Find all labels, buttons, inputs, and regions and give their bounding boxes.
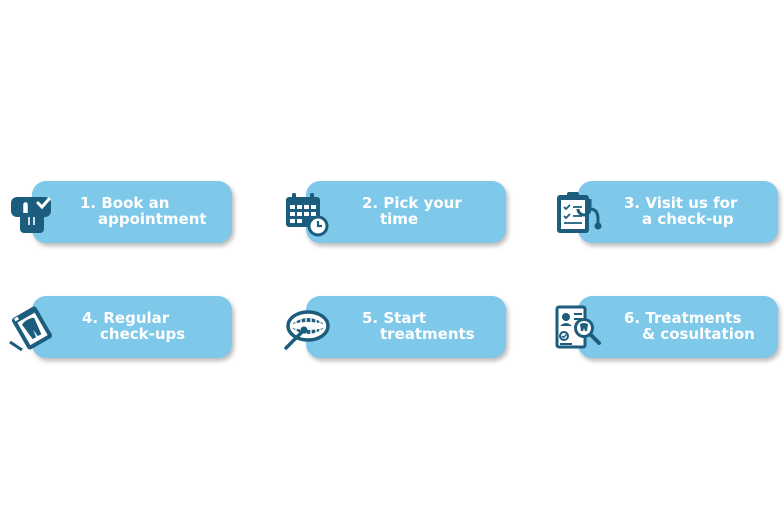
- step-label-line2: check-ups: [100, 325, 186, 343]
- step-label-line1: 2. Pick your: [362, 194, 462, 212]
- step-label-line1: 3. Visit us for: [624, 194, 738, 212]
- step-label-line1: 6. Treatments: [624, 309, 742, 327]
- step-label-line2: a check-up: [642, 210, 734, 228]
- step-visit-check-up: 3. Visit us for a check-up: [554, 181, 778, 245]
- step-label-line2: appointment: [98, 210, 207, 228]
- clipboard-stethoscope-icon: [554, 189, 602, 237]
- step-label: 2. Pick your time: [362, 195, 462, 227]
- step-label: 5. Start treatments: [362, 310, 475, 342]
- step-label-line1: 1. Book an: [80, 194, 170, 212]
- step-label-line2: treatments: [380, 325, 475, 343]
- step-label: 6. Treatments & cosultation: [624, 310, 755, 342]
- step-pill: [578, 181, 778, 243]
- step-pick-time: 2. Pick your time: [282, 181, 506, 245]
- step-label-line2: time: [380, 210, 419, 228]
- step-treatments-consultation: 6. Treatments & cosultation: [554, 296, 778, 360]
- mouth-mirror-icon: [282, 304, 330, 352]
- step-label-line1: 4. Regular: [82, 309, 170, 327]
- hand-tap-icon: [8, 189, 56, 237]
- step-pill: [32, 181, 232, 243]
- step-pill: [306, 296, 506, 358]
- report-magnifier-icon: [554, 304, 602, 352]
- step-regular-check-ups: 4. Regular check-ups: [8, 296, 232, 360]
- step-start-treatments: 5. Start treatments: [282, 296, 506, 360]
- step-book-appointment: 1. Book an appointment: [8, 181, 232, 245]
- step-pill: [32, 296, 232, 358]
- step-pill: [578, 296, 778, 358]
- step-label: 4. Regular check-ups: [82, 310, 185, 342]
- dental-xray-icon: [8, 304, 56, 352]
- step-label: 3. Visit us for a check-up: [624, 195, 737, 227]
- step-label: 1. Book an appointment: [80, 195, 207, 227]
- step-pill: [306, 181, 506, 243]
- calendar-clock-icon: [282, 189, 330, 237]
- step-label-line2: & cosultation: [642, 325, 755, 343]
- step-label-line1: 5. Start: [362, 309, 427, 327]
